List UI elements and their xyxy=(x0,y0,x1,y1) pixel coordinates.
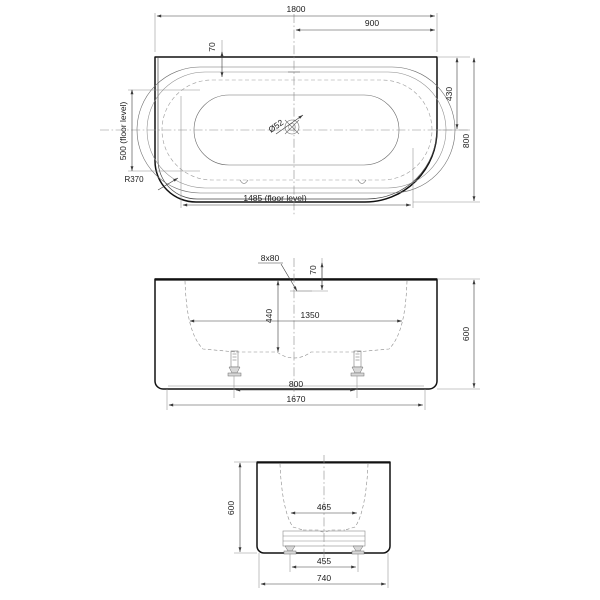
plan-dim-overall-depth: 800 xyxy=(461,134,471,148)
side-dim-overall-height: 600 xyxy=(226,501,236,515)
plan-drain-circle xyxy=(284,119,300,135)
plan-rim-edge-inner xyxy=(146,71,447,189)
front-dim-feet-spacing: 800 xyxy=(289,379,303,389)
plan-dim-inner-depth: 430 xyxy=(444,87,454,101)
front-tub-outline xyxy=(154,278,438,390)
side-foot-right xyxy=(351,545,365,555)
front-dim-rim-offset: 70 xyxy=(308,265,318,275)
plan-bowl-bottom xyxy=(193,94,400,166)
plan-dim-half-width: 900 xyxy=(365,18,379,28)
front-dim-overall-height: 600 xyxy=(461,327,471,341)
front-foot-right xyxy=(350,350,365,377)
plan-notch-right xyxy=(357,179,367,184)
plan-bowl-edge xyxy=(161,79,433,181)
plan-tub-outer-skin xyxy=(157,57,438,200)
plan-radius-leader xyxy=(157,177,179,191)
plan-drain-cross-b xyxy=(284,119,300,135)
front-rim-thickness-leader xyxy=(280,263,298,292)
plan-notch-left xyxy=(239,179,249,184)
front-dim-overall-width: 1670 xyxy=(287,394,306,404)
plan-drain-leader xyxy=(275,114,304,135)
plan-view-group: Ø52 1800 900 70 500 (floor level) R370 1… xyxy=(100,4,480,215)
front-inner-left xyxy=(184,280,237,353)
front-dim-inner-width: 1350 xyxy=(301,310,320,320)
plan-dim-overall-width: 1800 xyxy=(287,4,306,14)
side-elevation-group: 600 465 455 740 xyxy=(226,455,391,588)
front-inner-right xyxy=(355,280,408,353)
side-tub-outline xyxy=(256,461,391,554)
plan-drain-inner xyxy=(288,123,296,131)
front-foot-left xyxy=(227,350,242,377)
plan-dim-rim-offset: 70 xyxy=(207,42,217,52)
plan-dim-floor-length: 1485 (floor level) xyxy=(243,193,306,203)
side-support-frame xyxy=(282,530,366,547)
plan-rim-edge xyxy=(136,66,456,194)
plan-label-radius: R370 xyxy=(124,175,144,184)
side-dim-inner-width: 465 xyxy=(317,502,331,512)
side-inner-right xyxy=(344,463,369,531)
side-dim-feet-spacing: 455 xyxy=(317,556,331,566)
front-dim-rim-thickness: 8x80 xyxy=(261,253,280,263)
plan-dim-floor-depth: 500 (floor level) xyxy=(118,102,128,161)
front-dim-inner-height: 440 xyxy=(264,309,274,323)
side-foot-left xyxy=(283,545,297,555)
side-bowl-bottom xyxy=(303,529,345,533)
side-dim-overall-width: 740 xyxy=(317,573,331,583)
front-elevation-group: 8x80 70 440 1350 800 1670 600 xyxy=(154,253,480,410)
side-inner-left xyxy=(279,463,304,531)
